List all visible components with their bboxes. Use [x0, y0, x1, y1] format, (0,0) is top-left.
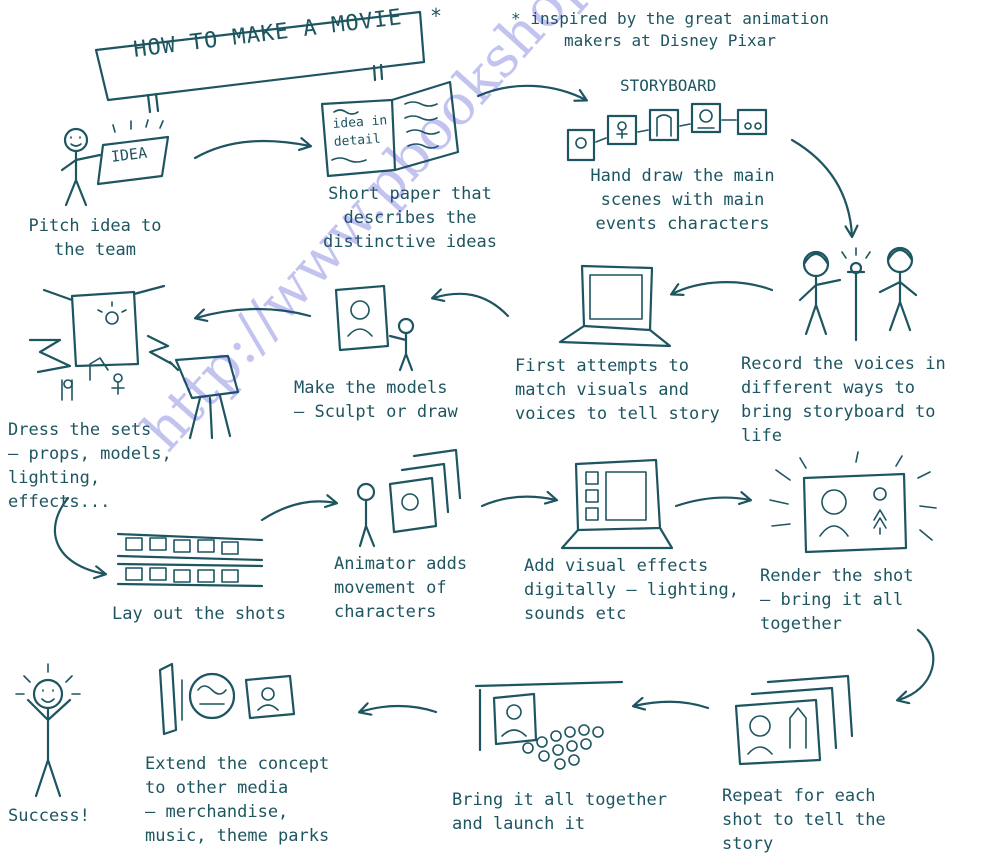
footnote: * inspired by the great animation makers… — [511, 9, 829, 50]
title-asterisk: * — [430, 4, 443, 28]
set-dressing-sketch — [28, 284, 240, 440]
step-render-label: Render the shot — bring it all together — [760, 566, 914, 634]
step-dress-sets-label: Dress the sets — props, models, lighting… — [8, 420, 172, 512]
step-pitch-idea-label: Pitch idea to the team — [28, 216, 162, 260]
arrow-8 — [260, 501, 336, 522]
storyboard-sketch — [566, 102, 768, 162]
arrow-9 — [480, 497, 556, 508]
arrow-11 — [898, 628, 935, 700]
success-sketch — [15, 663, 81, 798]
step-storyboard-label: Hand draw the main scenes with main even… — [590, 166, 775, 234]
step-extend-concept-label: Extend the concept to other media — merc… — [145, 754, 330, 846]
step-make-models-label: Make the models — Sculpt or draw — [294, 378, 458, 422]
arrow-13 — [360, 706, 438, 712]
repeat-shots-sketch — [734, 674, 854, 766]
arrow-3 — [790, 138, 852, 236]
computer-sketch — [560, 458, 674, 550]
cinema-sketch — [474, 680, 624, 770]
arrow-6 — [196, 307, 312, 318]
flow-arrows — [53, 84, 935, 712]
arrow-5 — [433, 294, 510, 318]
voice-recording-sketch — [798, 246, 918, 342]
arrow-2 — [476, 84, 586, 100]
step-short-paper-label: Short paper that describes the distincti… — [323, 184, 497, 252]
models-sketch — [334, 284, 415, 372]
arrow-10 — [674, 498, 750, 508]
step-animator-label: Animator adds movement of characters — [334, 554, 468, 622]
step-first-attempts-label: First attempts to match visuals and voic… — [515, 356, 720, 424]
arrow-12 — [634, 702, 710, 708]
arrow-7 — [53, 496, 105, 574]
pitch-idea-sketch — [60, 119, 170, 207]
step-lay-out-shots-label: Lay out the shots — [112, 604, 286, 624]
step-launch-label: Bring it all together and launch it — [452, 790, 667, 834]
arrow-4 — [672, 281, 774, 294]
arrow-1 — [193, 141, 310, 160]
title-banner — [94, 10, 426, 114]
paper-sketch — [320, 80, 460, 178]
laptop-sketch — [558, 264, 672, 348]
render-sketch — [769, 451, 937, 554]
storyboard-heading: STORYBOARD — [620, 76, 717, 95]
step-record-voices-label: Record the voices in different ways to b… — [741, 354, 946, 446]
animator-sketch — [356, 448, 462, 548]
step-visual-effects-label: Add visual effects digitally — lighting,… — [524, 556, 739, 624]
step-repeat-label: Repeat for each shot to tell the story — [722, 786, 886, 854]
merchandise-sketch — [158, 662, 296, 736]
film-strip-sketch — [116, 532, 264, 588]
step-success-label: Success! — [8, 806, 90, 826]
